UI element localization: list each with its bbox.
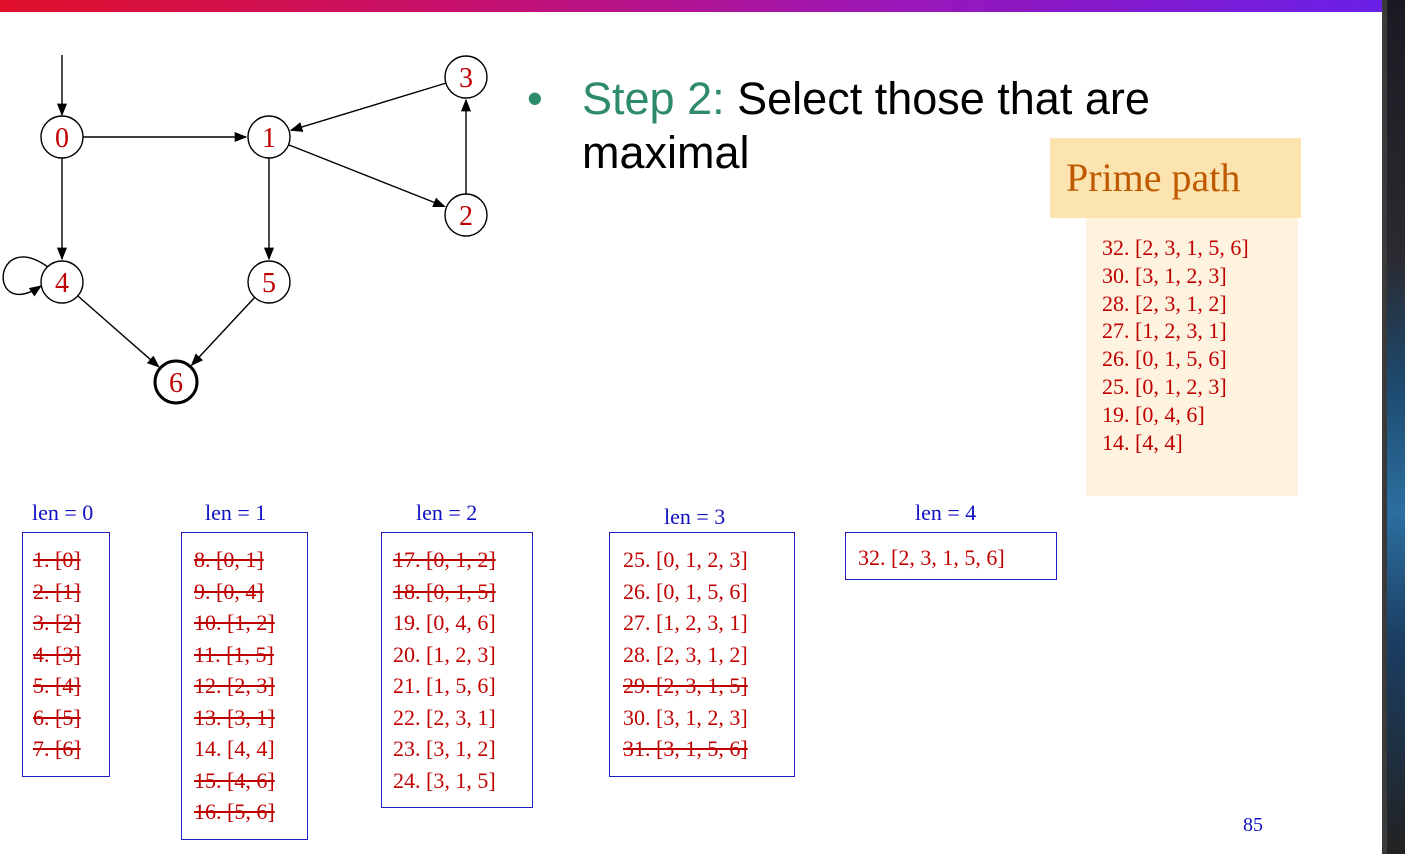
path-item: 18. [0, 1, 5] <box>393 578 496 604</box>
path-item: 22. [2, 3, 1] <box>393 704 496 730</box>
prime-path-list: 32. [2, 3, 1, 5, 6]30. [3, 1, 2, 3]28. [… <box>1086 218 1298 496</box>
path-item: 29. [2, 3, 1, 5] <box>623 673 748 698</box>
path-item: 3. [2] <box>33 610 81 635</box>
node-0: 0 <box>40 115 84 159</box>
path-item: 30. [3, 1, 2, 3] <box>623 704 748 730</box>
path-item: 21. [1, 5, 6] <box>393 673 496 698</box>
edge-4-4 <box>2 256 49 297</box>
path-item: 24. [3, 1, 5] <box>393 767 496 793</box>
prime-path-header: Prime path <box>1050 138 1301 218</box>
path-item: 4. [3] <box>33 641 81 667</box>
control-flow-graph: 0 1 2 3 4 5 6 <box>2 55 488 405</box>
edge-4-6 <box>77 295 160 368</box>
path-item: 20. [1, 2, 3] <box>393 641 496 667</box>
path-item: 19. [0, 4, 6] <box>393 610 496 635</box>
page-number: 85 <box>1243 814 1263 836</box>
path-item: 12. [2, 3] <box>194 673 275 698</box>
path-item: 16. [5, 6] <box>194 799 275 824</box>
prime-path-item: 26. [0, 1, 5, 6] <box>1102 346 1227 372</box>
node-1-label: 1 <box>262 123 276 154</box>
prime-path-item: 25. [0, 1, 2, 3] <box>1102 373 1227 399</box>
path-item: 2. [1] <box>33 578 81 604</box>
node-2-label: 2 <box>459 201 473 232</box>
path-item: 9. [0, 4] <box>194 578 264 604</box>
node-3-label: 3 <box>459 63 473 94</box>
window-edge-strip <box>1382 0 1405 854</box>
len-label-0: len = 0 <box>32 500 94 525</box>
edge-5-6 <box>190 296 256 367</box>
slide-top-bar <box>0 0 1382 12</box>
path-item: 32. [2, 3, 1, 5, 6] <box>858 545 1005 570</box>
path-item: 31. [3, 1, 5, 6] <box>623 736 748 761</box>
len-label-3: len = 3 <box>664 504 726 529</box>
path-item: 11. [1, 5] <box>194 641 274 667</box>
path-item: 10. [1, 2] <box>194 610 275 635</box>
node-0-circle <box>40 115 84 159</box>
path-item: 28. [2, 3, 1, 2] <box>623 641 748 667</box>
len-box-0 <box>22 532 110 777</box>
len-box-1 <box>181 532 308 840</box>
len-box-2 <box>381 532 533 808</box>
step-description: Select those that are maximal <box>582 73 1150 178</box>
node-1-circle <box>247 115 291 159</box>
step-label: Step 2: <box>582 73 725 124</box>
node-2: 2 <box>444 193 488 237</box>
len-box-3 <box>609 532 795 777</box>
prime-path-item: 14. [4, 4] <box>1102 429 1183 455</box>
bullet-dot: • <box>527 73 543 124</box>
edge-1-2 <box>288 144 446 208</box>
len-box-4 <box>845 532 1057 580</box>
node-6: 6 <box>153 359 199 405</box>
node-5: 5 <box>247 260 291 304</box>
node-4: 4 <box>40 260 84 304</box>
node-4-label: 4 <box>55 268 69 299</box>
prime-path-item: 30. [3, 1, 2, 3] <box>1102 262 1227 288</box>
node-4-circle <box>40 260 84 304</box>
node-6-circle <box>153 359 199 405</box>
node-5-label: 5 <box>262 268 276 299</box>
path-item: 27. [1, 2, 3, 1] <box>623 610 748 635</box>
path-item: 23. [3, 1, 2] <box>393 736 496 761</box>
len-label-4: len = 4 <box>915 500 977 525</box>
path-item: 7. [6] <box>33 736 81 761</box>
node-6-label: 6 <box>169 368 183 399</box>
len-label-2: len = 2 <box>416 500 478 525</box>
prime-path-item: 27. [1, 2, 3, 1] <box>1102 318 1227 344</box>
path-item: 25. [0, 1, 2, 3] <box>623 547 748 572</box>
path-item: 1. [0] <box>33 547 81 572</box>
path-item: 8. [0, 1] <box>194 547 264 572</box>
edge-3-1 <box>289 82 447 132</box>
bullet-text: Step 2: Select those that are maximal <box>582 72 1295 180</box>
node-5-circle <box>247 260 291 304</box>
prime-path-item: 28. [2, 3, 1, 2] <box>1102 290 1227 316</box>
path-item: 13. [3, 1] <box>194 704 275 730</box>
path-item: 15. [4, 6] <box>194 767 275 793</box>
node-2-circle <box>444 193 488 237</box>
node-1: 1 <box>247 115 291 159</box>
path-item: 26. [0, 1, 5, 6] <box>623 578 748 604</box>
path-item: 6. [5] <box>33 704 81 730</box>
node-0-label: 0 <box>55 123 69 154</box>
node-3-circle <box>444 55 488 99</box>
path-item: 14. [4, 4] <box>194 736 275 761</box>
path-item: 17. [0, 1, 2] <box>393 547 496 572</box>
prime-path-item: 19. [0, 4, 6] <box>1102 401 1205 427</box>
len-label-1: len = 1 <box>205 500 267 525</box>
path-item: 5. [4] <box>33 673 81 698</box>
node-3: 3 <box>444 55 488 99</box>
prime-path-item: 32. [2, 3, 1, 5, 6] <box>1102 235 1249 260</box>
step-bullet: • Step 2: Select those that are maximal <box>527 72 1295 180</box>
